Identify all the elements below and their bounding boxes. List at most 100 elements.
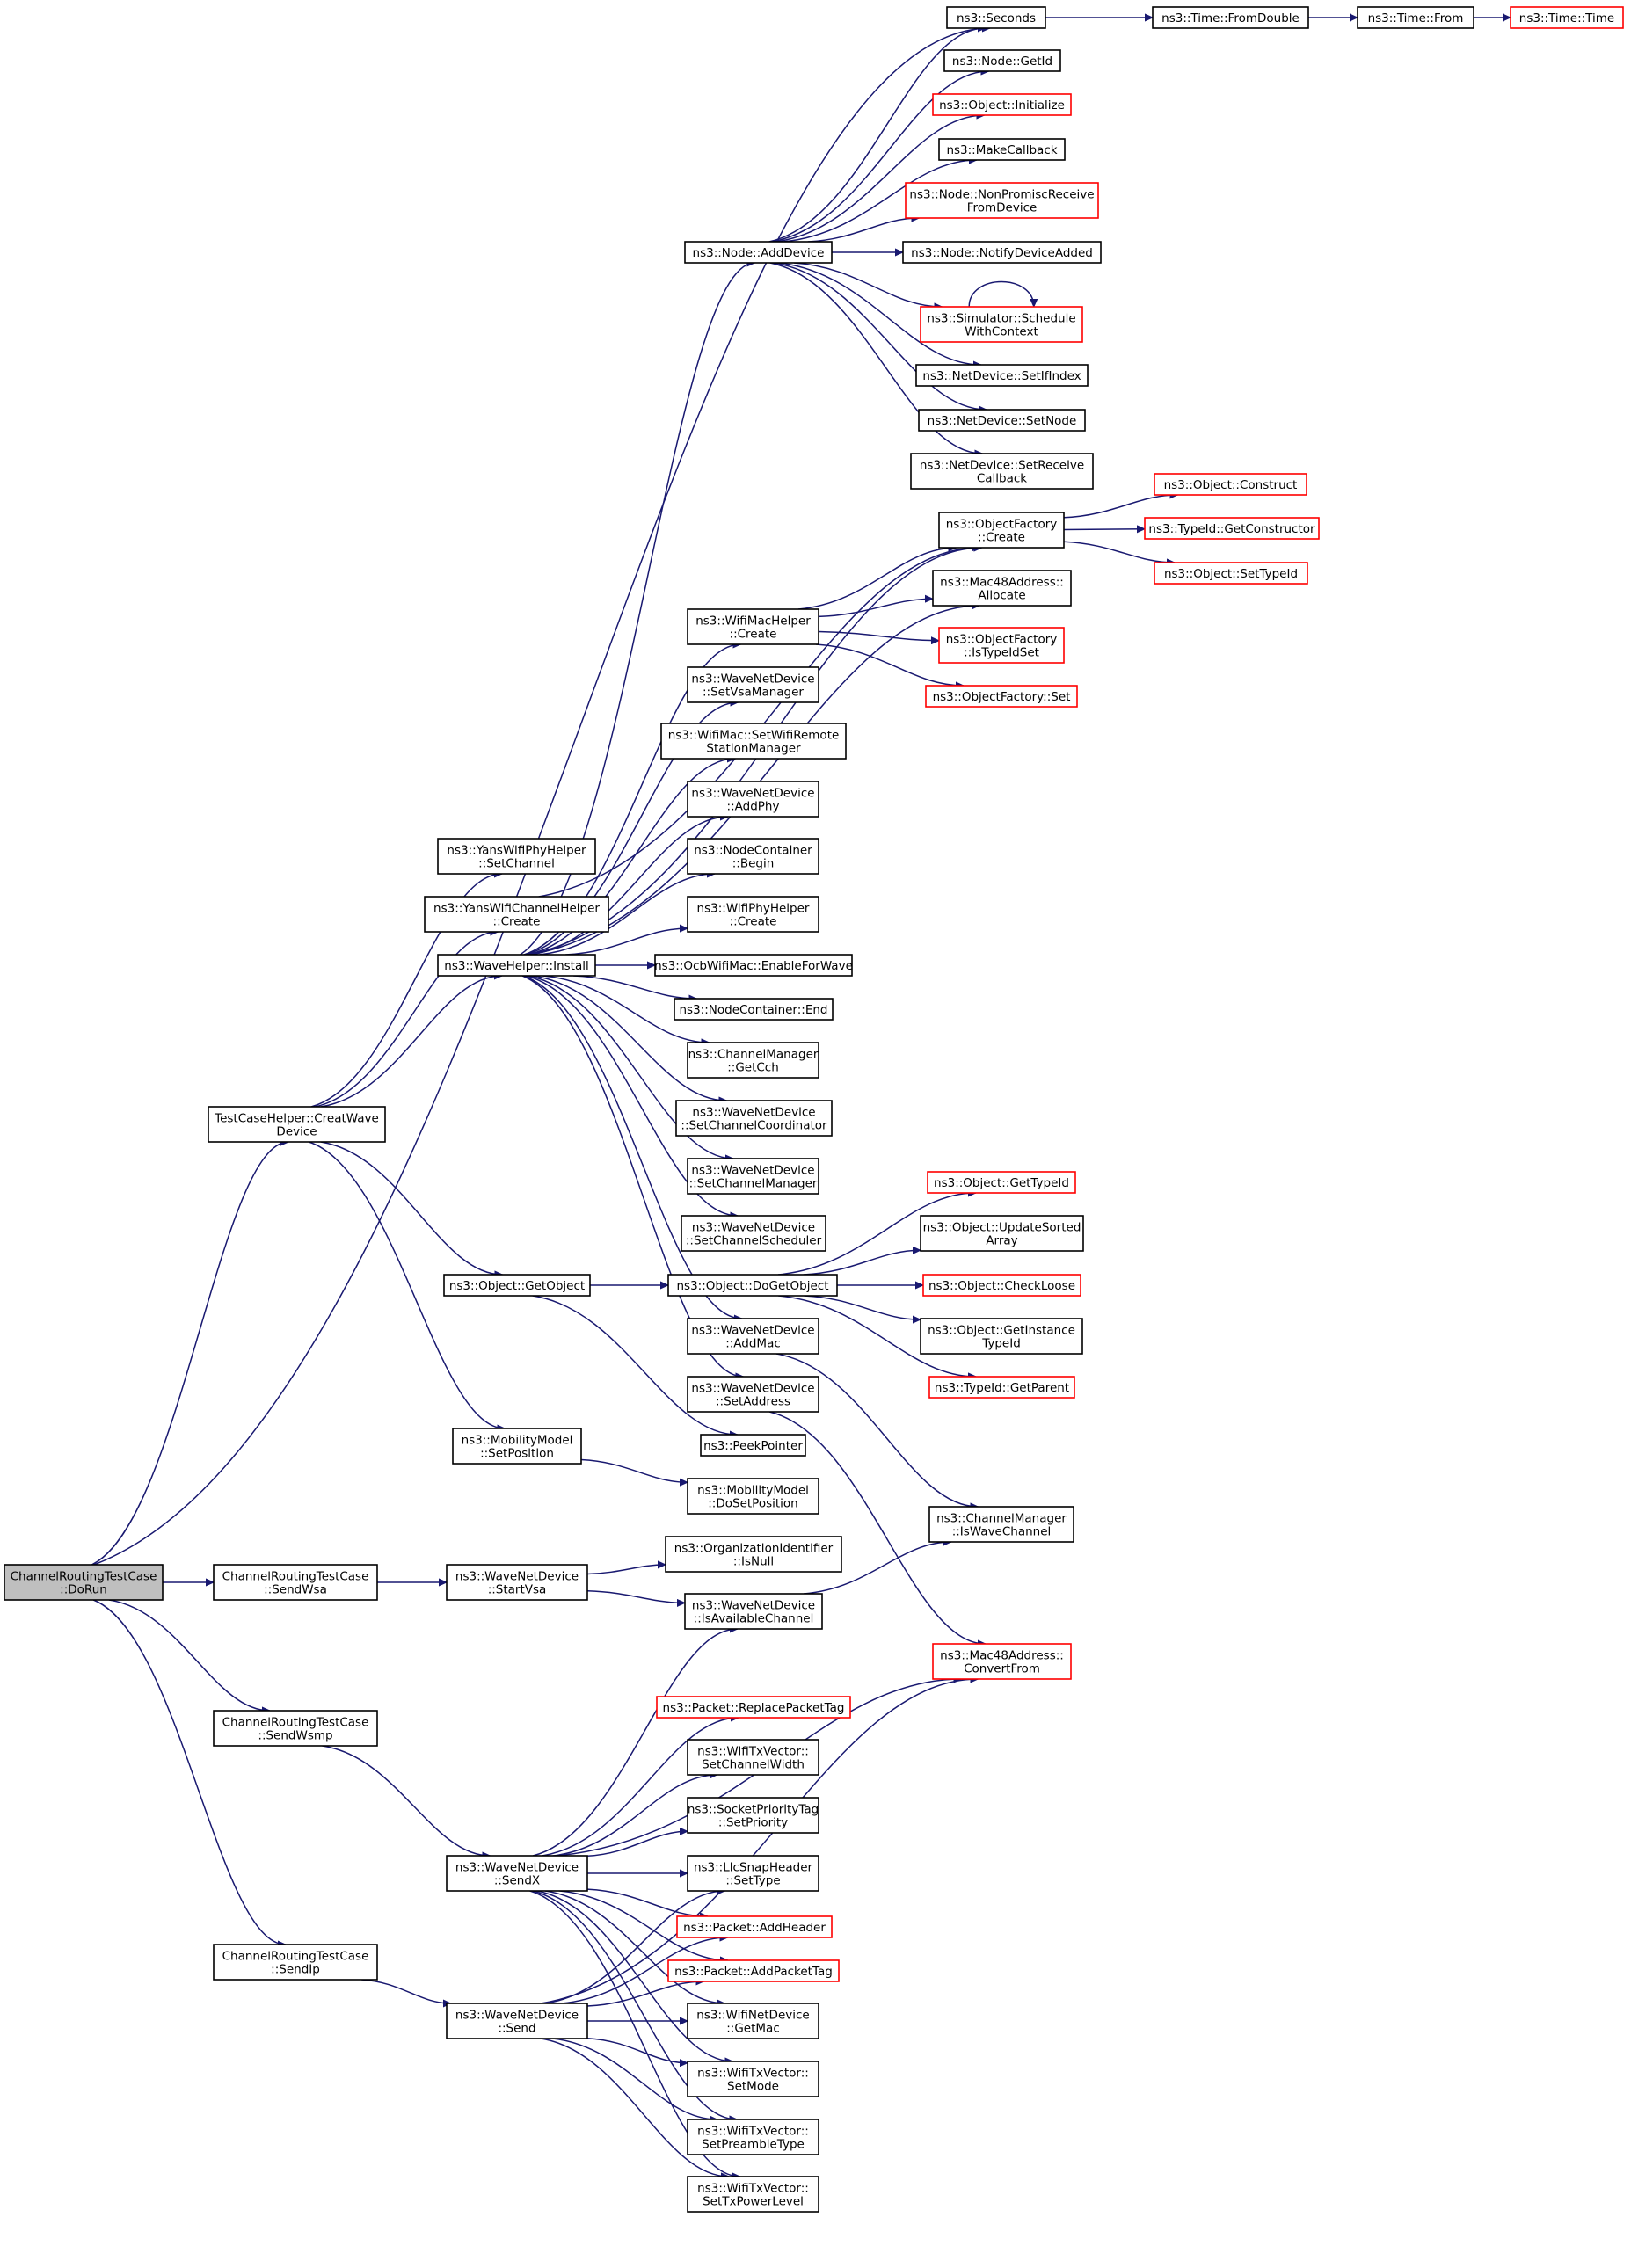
node-from-double[interactable]: ns3::Time::FromDouble xyxy=(1152,6,1309,29)
node-label: ns3::Time::FromDouble xyxy=(1161,11,1300,25)
node-box xyxy=(687,896,819,933)
node-ofset[interactable]: ns3::ObjectFactory::Set xyxy=(925,685,1078,708)
node-mmdo-set-position[interactable]: ns3::MobilityModel::DoSetPosition xyxy=(687,1478,819,1515)
node-add-header[interactable]: ns3::Packet::AddHeader xyxy=(676,1915,833,1938)
node-make-callback[interactable]: ns3::MakeCallback xyxy=(938,138,1066,161)
node-ofcreate[interactable]: ns3::ObjectFactory::Create xyxy=(938,512,1065,549)
node-box xyxy=(1154,473,1307,496)
node-notify-device-added[interactable]: ns3::Node::NotifyDeviceAdded xyxy=(902,241,1102,264)
node-wifi-get-mac[interactable]: ns3::WifiNetDevice::GetMac xyxy=(687,2003,819,2039)
node-send-ip[interactable]: ChannelRoutingTestCase::SendIp xyxy=(213,1944,378,1981)
node-label: ns3::MakeCallback xyxy=(946,143,1057,157)
node-get-constructor[interactable]: ns3::TypeId::GetConstructor xyxy=(1144,517,1320,540)
node-wave-install[interactable]: ns3::WaveHelper::Install xyxy=(437,954,596,977)
node-set-preamble-type[interactable]: ns3::WifiTxVector::SetPreambleType xyxy=(687,2119,819,2155)
call-edge-SendX-to-SetMode xyxy=(536,1890,733,2061)
node-get-id[interactable]: ns3::Node::GetId xyxy=(943,49,1061,72)
node-add-phy[interactable]: ns3::WaveNetDevice::AddPhy xyxy=(687,781,819,818)
node-box xyxy=(902,241,1102,264)
node-time-from[interactable]: ns3::Time::From xyxy=(1357,6,1474,29)
call-edge-AddDevice-to-ScheduleWithContext xyxy=(793,262,943,307)
node-is-available-channel[interactable]: ns3::WaveNetDevice::IsAvailableChannel xyxy=(684,1593,823,1630)
node-start-vsa[interactable]: ns3::WaveNetDevice::StartVsa xyxy=(446,1564,588,1601)
node-box xyxy=(1144,517,1320,540)
node-send-wsa[interactable]: ChannelRoutingTestCase::SendWsa xyxy=(213,1564,378,1601)
node-get-cch[interactable]: ns3::ChannelManager::GetCch xyxy=(687,1042,819,1079)
node-set-priority[interactable]: ns3::SocketPriorityTag::SetPriority xyxy=(687,1797,819,1834)
node-oiis-null[interactable]: ns3::OrganizationIdentifier::IsNull xyxy=(665,1536,842,1573)
node-label: Device xyxy=(276,1125,317,1139)
node-label: Array xyxy=(986,1234,1017,1248)
call-edge-MMSetPosition-to-MMDoSetPosition xyxy=(580,1458,688,1483)
call-edge-SendX-to-SetChannelWidth xyxy=(552,1775,717,1857)
node-set-address[interactable]: ns3::WaveNetDevice::SetAddress xyxy=(687,1376,819,1413)
node-label: ns3::Object::Construct xyxy=(1164,478,1298,492)
node-label: ns3::Object::CheckLoose xyxy=(928,1279,1075,1293)
call-edge-WaveSend-to-AddHeader xyxy=(561,1937,728,2004)
node-set-vsa-manager[interactable]: ns3::WaveNetDevice::SetVsaManager xyxy=(687,666,819,703)
node-set-wifi-remote[interactable]: ns3::WifiMac::SetWifiRemoteStationManage… xyxy=(660,723,847,760)
node-peek-pointer[interactable]: ns3::PeekPointer xyxy=(700,1434,806,1457)
node-initialize[interactable]: ns3::Object::Initialize xyxy=(932,93,1072,116)
node-ncbegin[interactable]: ns3::NodeContainer::Begin xyxy=(687,838,819,875)
node-do-get-object[interactable]: ns3::Object::DoGetObject xyxy=(667,1274,838,1297)
node-get-parent[interactable]: ns3::TypeId::GetParent xyxy=(928,1376,1075,1399)
node-llc-set-type[interactable]: ns3::LlcSnapHeader::SetType xyxy=(687,1855,819,1892)
node-is-wave-channel[interactable]: ns3::ChannelManager::IsWaveChannel xyxy=(928,1506,1074,1543)
node-send-wsmp[interactable]: ChannelRoutingTestCase::SendWsmp xyxy=(213,1710,378,1747)
node-set-channel-manager[interactable]: ns3::WaveNetDevice::SetChannelManager xyxy=(687,1158,819,1195)
node-set-tx-power-level[interactable]: ns3::WifiTxVector::SetTxPowerLevel xyxy=(687,2176,819,2213)
node-box xyxy=(687,1042,819,1079)
node-do-run[interactable]: ChannelRoutingTestCase::DoRun xyxy=(4,1564,164,1601)
node-label: ::SetChannelCoordinator xyxy=(681,1119,827,1133)
node-obj-get-type-id[interactable]: ns3::Object::GetTypeId xyxy=(927,1171,1076,1194)
node-ncend[interactable]: ns3::NodeContainer::End xyxy=(674,998,834,1021)
node-label: ns3::WifiTxVector:: xyxy=(697,2067,809,2081)
node-yans-chan-create[interactable]: ns3::YansWifiChannelHelper::Create xyxy=(424,896,609,933)
node-is-type-id-set[interactable]: ns3::ObjectFactory::IsTypeIdSet xyxy=(938,627,1065,664)
node-wifi-phy-create[interactable]: ns3::WifiPhyHelper::Create xyxy=(687,896,819,933)
node-send-x[interactable]: ns3::WaveNetDevice::SendX xyxy=(446,1855,588,1892)
node-set-channel-coordinator[interactable]: ns3::WaveNetDevice::SetChannelCoordinato… xyxy=(675,1100,833,1137)
node-check-loose[interactable]: ns3::Object::CheckLoose xyxy=(922,1274,1081,1297)
node-get-object[interactable]: ns3::Object::GetObject xyxy=(443,1274,591,1297)
node-replace-packet-tag[interactable]: ns3::Packet::ReplacePacketTag xyxy=(656,1696,851,1719)
node-wifi-mac-create[interactable]: ns3::WifiMacHelper::Create xyxy=(687,608,819,645)
node-set-node[interactable]: ns3::NetDevice::SetNode xyxy=(918,409,1086,432)
node-convert-from[interactable]: ns3::Mac48Address::ConvertFrom xyxy=(932,1643,1072,1680)
node-set-mode[interactable]: ns3::WifiTxVector::SetMode xyxy=(687,2061,819,2097)
node-add-mac[interactable]: ns3::WaveNetDevice::AddMac xyxy=(687,1318,819,1355)
node-set-if-index[interactable]: ns3::NetDevice::SetIfIndex xyxy=(915,364,1089,387)
node-enable-for-wave[interactable]: ns3::OcbWifiMac::EnableForWave xyxy=(654,954,853,977)
node-box xyxy=(446,2003,588,2039)
node-add-device[interactable]: ns3::Node::AddDevice xyxy=(684,241,833,264)
node-add-packet-tag[interactable]: ns3::Packet::AddPacketTag xyxy=(667,1959,840,1982)
node-set-channel-scheduler[interactable]: ns3::WaveNetDevice::SetChannelScheduler xyxy=(681,1215,826,1252)
node-time-time[interactable]: ns3::Time::Time xyxy=(1510,6,1624,29)
node-label: ns3::MobilityModel xyxy=(462,1434,573,1448)
call-edge-WaveInstall-to-NCBegin xyxy=(539,874,716,956)
node-seconds[interactable]: ns3::Seconds xyxy=(946,6,1046,29)
node-label: ::StartVsa xyxy=(488,1583,547,1597)
call-edge-SendX-to-ReplacePacketTag xyxy=(542,1718,739,1857)
node-set-channel-width[interactable]: ns3::WifiTxVector::SetChannelWidth xyxy=(687,1739,819,1776)
node-label: ::Create xyxy=(978,531,1025,545)
node-set-type-id[interactable]: ns3::Object::SetTypeId xyxy=(1154,562,1308,585)
call-edge-SendX-to-IsAvailableChannel xyxy=(532,1629,738,1857)
node-box xyxy=(654,954,853,977)
node-label: ns3::Node::AddDevice xyxy=(693,246,825,260)
node-mmset-position[interactable]: ns3::MobilityModel::SetPosition xyxy=(452,1428,582,1465)
node-allocate[interactable]: ns3::Mac48Address::Allocate xyxy=(932,570,1072,607)
call-edge-AddDevice-to-Initialize xyxy=(775,115,984,243)
node-label: ns3::Node::NotifyDeviceAdded xyxy=(911,246,1093,260)
node-label: ::SendWsa xyxy=(264,1583,327,1597)
node-wave-send[interactable]: ns3::WaveNetDevice::Send xyxy=(446,2003,588,2039)
node-obj-construct[interactable]: ns3::Object::Construct xyxy=(1154,473,1307,496)
node-set-channel[interactable]: ns3::YansWifiPhyHelper::SetChannel xyxy=(437,838,596,875)
